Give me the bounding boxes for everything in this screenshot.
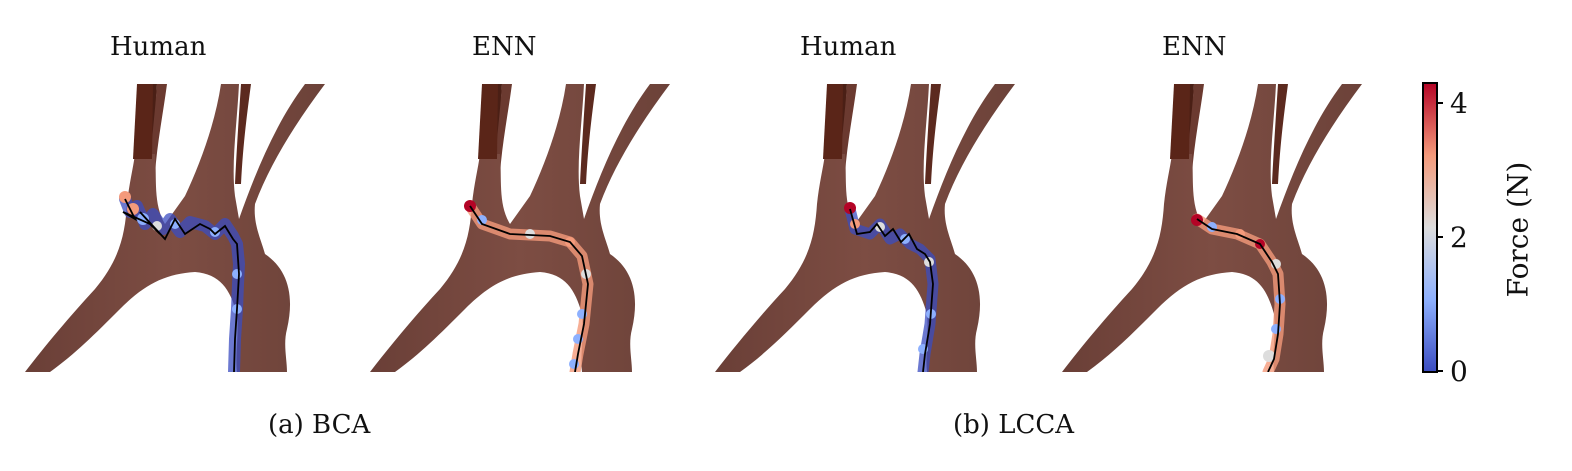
colorbar-label: Force (N) bbox=[1501, 161, 1535, 298]
force-trajectory-enn-lcca bbox=[1191, 213, 1286, 372]
force-trajectory-enn-bca bbox=[464, 200, 594, 372]
force-colorbar bbox=[1422, 82, 1443, 373]
colorbar-tick-2: 2 bbox=[1450, 221, 1468, 254]
colorbar-tick-4: 4 bbox=[1450, 87, 1468, 120]
vessel-panel-enn-bca bbox=[370, 84, 670, 372]
vessel-panel-human-lcca bbox=[715, 84, 1015, 372]
vessel-panel-enn-lcca bbox=[1062, 84, 1362, 372]
panel-title-human-bca: Human bbox=[110, 32, 207, 62]
panel-title-human-lcca: Human bbox=[800, 32, 897, 62]
colorbar-tick-0: 0 bbox=[1450, 355, 1468, 388]
vessel-panel-human-bca bbox=[25, 84, 325, 372]
caption-lcca: (b) LCCA bbox=[953, 410, 1075, 440]
panel-title-enn-bca: ENN bbox=[472, 32, 537, 62]
panel-title-enn-lcca: ENN bbox=[1162, 32, 1227, 62]
caption-bca: (a) BCA bbox=[268, 410, 371, 440]
force-trajectory-human-lcca bbox=[844, 202, 939, 372]
force-trajectory-human-bca bbox=[119, 191, 245, 372]
